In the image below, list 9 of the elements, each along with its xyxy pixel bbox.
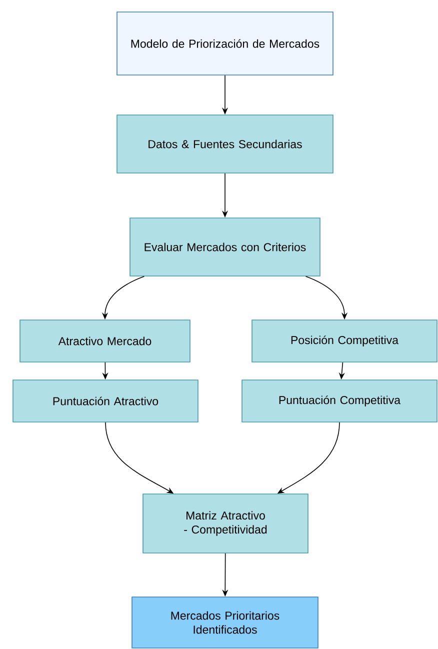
- process-box: Atractivo Mercado: [20, 320, 190, 362]
- process-box: Evaluar Mercados con Criterios: [130, 218, 320, 276]
- process-box: Posición Competitiva: [252, 320, 438, 362]
- process-box: Matriz Atractivo - Competitividad: [142, 494, 308, 554]
- process-box: Puntuación Competitiva: [242, 380, 438, 422]
- process-box: Modelo de Priorización de Mercados: [116, 12, 334, 76]
- process-box: Datos & Fuentes Secundarias: [116, 114, 334, 174]
- process-box: Puntuación Atractivo: [12, 380, 198, 422]
- process-box: Mercados Prioritarios Identificados: [132, 596, 318, 648]
